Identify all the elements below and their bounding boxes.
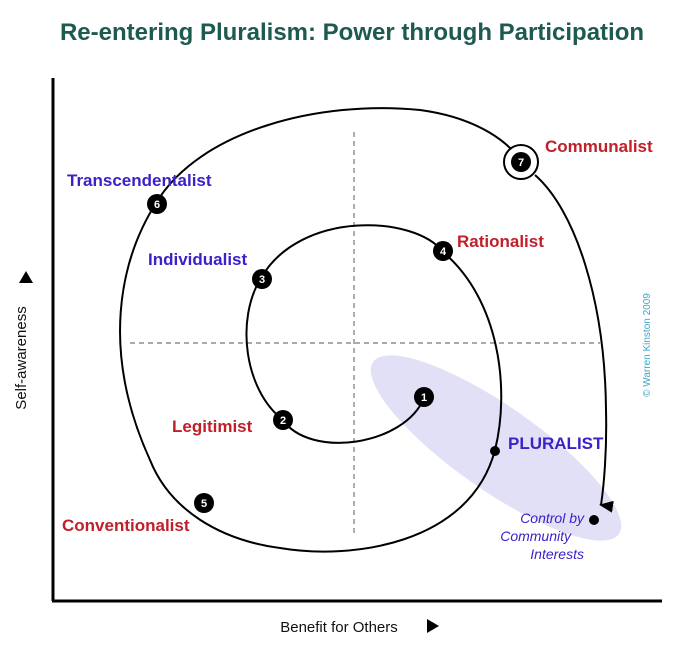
stage-marker-7: 7 [503, 144, 539, 180]
control-label-line3: Interests [530, 546, 584, 562]
x-axis-arrow-icon [427, 619, 439, 633]
stage-number: 5 [201, 498, 207, 510]
stage-marker-1: 1 [414, 387, 434, 407]
stage-number: 3 [259, 274, 265, 286]
control-label-line1: Control by [520, 510, 585, 526]
label-transcendentalist: Transcendentalist [67, 171, 212, 190]
control-label-line2: Community [500, 528, 572, 544]
stage-number: 4 [440, 246, 447, 258]
arrow-to-control [534, 174, 614, 513]
copyright-text: © Warren Kinston 2009 [642, 293, 653, 397]
label-rationalist: Rationalist [457, 232, 544, 251]
label-legitimist: Legitimist [172, 417, 253, 436]
stage-marker-2: 2 [273, 410, 293, 430]
stage-marker-5: 5 [194, 493, 214, 513]
stage-number: 2 [280, 415, 286, 427]
label-pluralist: PLURALIST [508, 434, 604, 453]
control-point [589, 515, 599, 525]
label-conventionalist: Conventionalist [62, 516, 190, 535]
stage-number: 1 [421, 392, 427, 404]
stage-marker-6: 6 [147, 194, 167, 214]
pluralist-point [490, 446, 500, 456]
stage-marker-3: 3 [252, 269, 272, 289]
stage-marker-4: 4 [433, 241, 453, 261]
label-individualist: Individualist [148, 250, 248, 269]
diagram-title: Re-entering Pluralism: Power through Par… [60, 19, 644, 46]
stage-number: 6 [154, 199, 160, 211]
y-axis-label: Self-awareness [13, 306, 30, 409]
x-axis-label: Benefit for Others [280, 619, 398, 636]
label-communalist: Communalist [545, 137, 653, 156]
stage-number: 7 [518, 157, 524, 169]
y-axis-arrow-icon [19, 271, 33, 283]
spiral-path [119, 107, 522, 553]
